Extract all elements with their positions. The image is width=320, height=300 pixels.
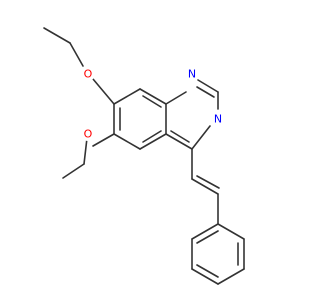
bonds (43, 27, 245, 285)
bond-ethyl-o-ch2-lower (83, 137, 88, 165)
bond-ph-6-1-inner (196, 230, 219, 244)
atom-mask (81, 127, 95, 141)
bond-c8a-n1 (165, 91, 187, 105)
bond-c4a-c5-inner (142, 130, 162, 143)
bond-vinyl-double-a (191, 178, 219, 195)
atom-mask (81, 67, 95, 81)
atom-labels: O O N N (81, 67, 225, 141)
bond-o-c6 (92, 133, 115, 147)
nitrogen-atom-n1: N (185, 67, 199, 81)
bond-n3-c4 (191, 125, 211, 150)
bond-ethyl-ch2-ch3-lower (62, 163, 85, 179)
atom-mask (211, 112, 225, 126)
bond-n1-c2 (197, 79, 219, 93)
bond-ph-4-5-inner (196, 264, 219, 278)
oxygen-atom-upper: O (81, 67, 95, 81)
atom-label-o-upper: O (84, 68, 93, 81)
atom-label-n1: N (188, 68, 196, 81)
bond-c5-c6 (113, 133, 141, 150)
bond-ph-3-4 (217, 268, 245, 285)
bond-ph-1-2 (217, 223, 245, 240)
atom-label-n3: N (214, 113, 222, 126)
bond-n1-c2-inner (196, 86, 215, 98)
bond-vinyl-double-b (196, 175, 220, 189)
bond-ethyl-ch3-ch2-upper (43, 27, 71, 44)
bond-c4-c4a-inner (170, 130, 190, 143)
bond-c7-c8 (113, 88, 141, 105)
atom-label-o-lower: O (84, 128, 93, 141)
bond-ph-6-1 (191, 223, 219, 240)
bond-ethyl-ch2-o-upper (69, 42, 84, 67)
bond-o-c7 (92, 78, 115, 105)
bond-c8-c8a (139, 88, 167, 105)
oxygen-atom-lower: O (81, 127, 95, 141)
nitrogen-atom-n3: N (211, 112, 225, 126)
bond-ph-4-5 (191, 268, 219, 285)
bond-c8-c8a-inner (142, 95, 162, 108)
bond-c4-c4a (165, 133, 193, 150)
molecule-diagram: O O N N (43, 27, 245, 285)
atom-mask (185, 67, 199, 81)
structure-canvas: O O N N (43, 27, 245, 285)
bond-c4a-c5 (139, 133, 167, 150)
